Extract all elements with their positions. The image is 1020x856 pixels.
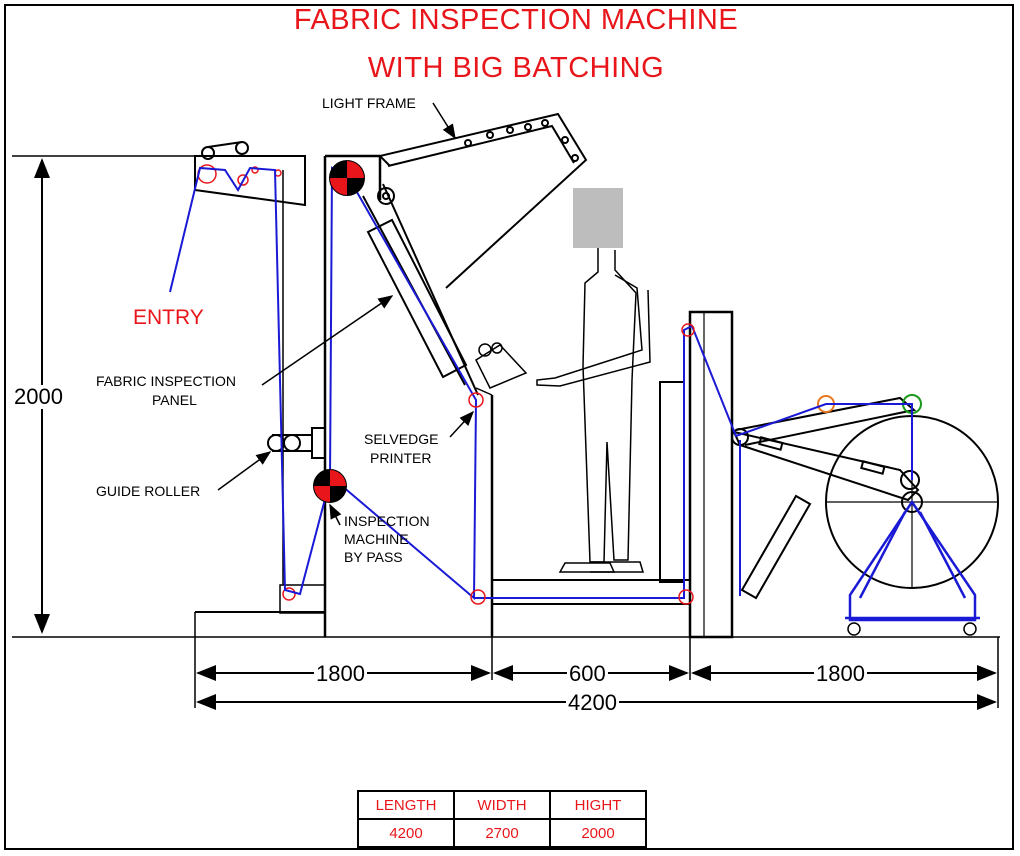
dim-platform-length: 600	[567, 661, 608, 686]
dim-total-length: 4200	[566, 690, 619, 715]
spec-value-width: 2700	[453, 818, 551, 848]
label-panel-line-2: PANEL	[152, 392, 197, 408]
main-drive-roller	[329, 160, 365, 196]
spec-header-width: WIDTH	[453, 790, 551, 820]
dim-height: 2000	[12, 384, 65, 409]
bypass-roller	[313, 469, 347, 503]
guide-roller	[267, 427, 326, 459]
platform	[491, 381, 691, 605]
label-selvedge-line-1: SELVEDGE	[364, 431, 439, 447]
inspection-panel	[362, 183, 479, 396]
label-bypass-line-2: MACHINE	[344, 531, 409, 547]
spec-header-row: LENGTH WIDTH HIGHT	[357, 790, 647, 820]
operator-face-blur	[573, 188, 623, 248]
label-selvedge-line-2: PRINTER	[370, 450, 432, 466]
entry-rollers	[197, 164, 296, 601]
fabric-path	[169, 166, 913, 601]
label-guide-roller: GUIDE ROLLER	[96, 483, 201, 499]
spec-table: LENGTH WIDTH HIGHT 4200 2700 2000	[357, 790, 647, 848]
label-panel-line-1: FABRIC INSPECTION	[96, 373, 237, 389]
spec-value-row: 4200 2700 2000	[357, 818, 647, 848]
spec-header-length: LENGTH	[357, 790, 455, 820]
diagram-title-line-2: WITH BIG BATCHING	[367, 52, 665, 84]
label-entry: ENTRY	[133, 306, 204, 329]
batching-stand	[845, 499, 980, 622]
light-frame	[379, 112, 588, 289]
spec-value-length: 4200	[357, 818, 455, 848]
leader-lines	[217, 102, 475, 526]
drawing-frame	[4, 4, 1014, 850]
diagram-title-line-1: FABRIC INSPECTION MACHINE	[293, 4, 739, 36]
dim-batching-length: 1800	[814, 661, 867, 686]
batching-wheels	[847, 622, 977, 636]
label-bypass-line-1: INSPECTION	[344, 513, 430, 529]
label-light-frame: LIGHT FRAME	[322, 95, 416, 111]
label-bypass-line-3: BY PASS	[344, 549, 403, 565]
operator-figure	[536, 248, 651, 573]
dim-entry-length: 1800	[314, 661, 367, 686]
spec-header-height: HIGHT	[549, 790, 647, 820]
path-rollers	[468, 323, 695, 605]
spec-value-height: 2000	[549, 818, 647, 848]
batching-column	[688, 310, 734, 639]
selvedge-printer	[475, 342, 528, 396]
